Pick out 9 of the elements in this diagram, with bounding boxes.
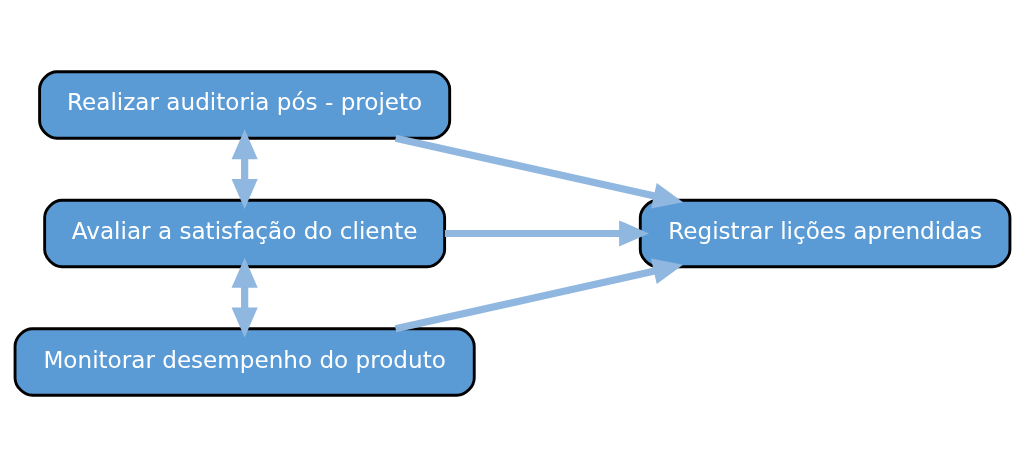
node-box: Realizar auditoria pós - projeto <box>38 70 452 140</box>
arrow <box>394 134 684 209</box>
arrow <box>444 220 650 247</box>
arrow <box>231 257 258 338</box>
node-box: Monitorar desempenho do produto <box>13 327 476 397</box>
node-box: Avaliar a satisfação do cliente <box>43 198 447 269</box>
node-box: Registrar lições aprendidas <box>638 198 1012 269</box>
arrow <box>231 129 258 209</box>
arrow <box>394 258 684 333</box>
